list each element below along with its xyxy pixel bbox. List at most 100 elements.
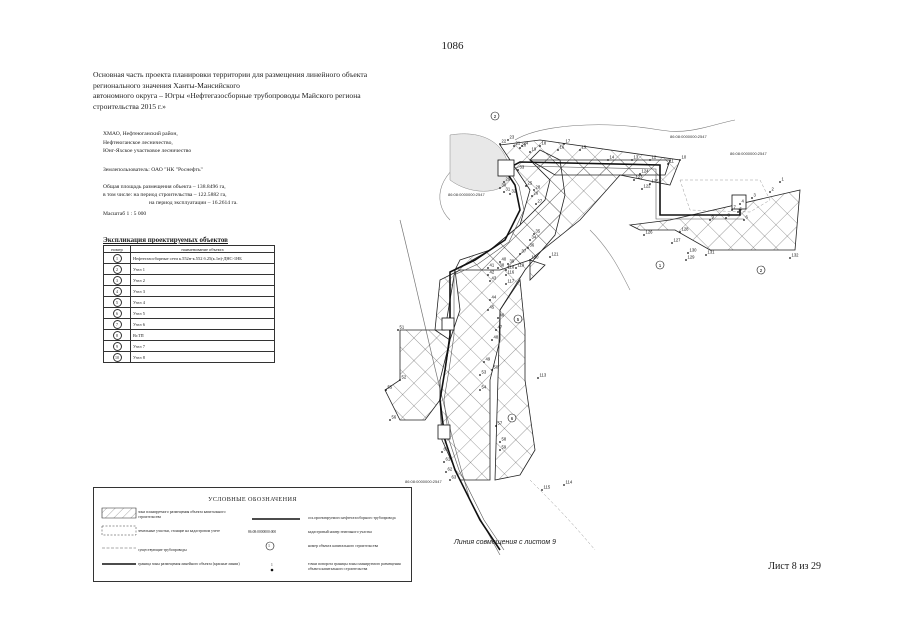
boundary-point-label: 53 [482, 370, 487, 375]
boundary-point-label: 32 [512, 189, 517, 194]
boundary-point-marker [533, 189, 535, 191]
object-number: 5 [112, 297, 122, 307]
boundary-point-label: 57 [498, 421, 503, 426]
cadastral-label: 86:08:0000000:2547 [405, 479, 442, 484]
legend-item: номер объекта капитального строительства [308, 544, 379, 548]
column-header-number: номер [103, 245, 131, 253]
boundary-point-marker [503, 181, 505, 183]
boundary-point-label: 15 [582, 145, 587, 150]
object-name: Нефтегазосборные сети к.552н-к.552 б.25(… [130, 252, 275, 264]
boundary-point-marker [731, 209, 733, 211]
boundary-point-label: 33 [520, 165, 525, 170]
object-name: Узел 6 [130, 318, 275, 330]
boundary-point-label: 116 [508, 270, 515, 275]
legend-item: ось проектируемого нефтегазосборного тру… [308, 516, 396, 520]
location-line: Юнг-Яхское участковое лесничество [103, 148, 192, 154]
boundary-point-label: 42 [490, 270, 495, 275]
boundary-point-label: 4 [742, 199, 745, 204]
boundary-point-label: 8 [728, 213, 731, 218]
boundary-point-marker [533, 233, 535, 235]
boundary-point-marker [541, 489, 543, 491]
boundary-point-marker [443, 461, 445, 463]
boundary-point-label: 26 [534, 191, 539, 196]
boundary-point-marker [743, 219, 745, 221]
boundary-point-label: 34 [532, 235, 537, 240]
boundary-point-marker [491, 369, 493, 371]
boundary-point-label: 47 [498, 325, 503, 330]
svg-text:6: 6 [511, 416, 514, 421]
boundary-point-label: 35 [536, 229, 541, 234]
boundary-point-marker [649, 183, 651, 185]
area-line: в том числе: на период строительства – 1… [103, 192, 227, 198]
boundary-point-label: 11 [670, 159, 675, 164]
boundary-point-label: 129 [688, 255, 696, 260]
legend-item: граница зоны размещения линейного объект… [138, 562, 240, 566]
object-name: Узел 7 [130, 340, 275, 352]
legend-item: точки поворота границы зоны планируемого… [308, 562, 401, 571]
object-name: ВсТП [130, 329, 275, 341]
boundary-point-label: 51 [400, 325, 405, 330]
boundary-point-label: 62 [448, 467, 453, 472]
boundary-point-marker [537, 377, 539, 379]
boundary-point-marker [449, 479, 451, 481]
boundary-point-marker [649, 159, 651, 161]
boundary-point-marker [517, 169, 519, 171]
boundary-point-label: 14 [610, 155, 615, 160]
boundary-point-marker [499, 143, 501, 145]
boundary-point-marker [515, 267, 517, 269]
title-line: Основная часть проекта планировки террит… [93, 70, 368, 79]
boundary-point-marker [705, 254, 707, 256]
boundary-point-label: 131 [708, 250, 716, 255]
pipeline-axis-secondary [443, 165, 744, 551]
land-plot [679, 179, 771, 213]
boundary-point-label: 41 [490, 263, 495, 268]
boundary-point-label: 44 [492, 295, 497, 300]
boundary-point-marker [509, 193, 511, 195]
boundary-point-label: 37 [522, 249, 527, 254]
boundary-point-label: 23 [510, 135, 515, 140]
node-site [731, 194, 747, 210]
title-line: регионального значения Ханты-Мансийского [93, 80, 240, 90]
boundary-point-label: 120 [532, 255, 540, 260]
object-number: 1 [112, 253, 122, 263]
object-number: 8 [112, 330, 122, 340]
boundary-point-marker [445, 471, 447, 473]
boundary-point-label: 22 [502, 139, 507, 144]
boundary-point-marker [687, 252, 689, 254]
boundary-point-label: 31 [506, 187, 511, 192]
boundary-point-label: 6 [746, 215, 749, 220]
object-name: Узел 2 [130, 274, 275, 286]
object-number: 6 [112, 308, 122, 318]
boundary-point-label: 124 [642, 169, 650, 174]
boundary-point-marker [441, 451, 443, 453]
planned-zone [529, 259, 546, 281]
boundary-point-label: 118 [508, 265, 515, 270]
boundary-point-label: 12 [652, 155, 657, 160]
boundary-point-marker [505, 283, 507, 285]
boundary-point-label: 46 [500, 313, 505, 318]
object-name: Узел 1 [130, 263, 275, 275]
object-number: 4 [112, 286, 122, 296]
boundary-point-marker [639, 173, 641, 175]
legend-symbols-right [252, 518, 300, 572]
boundary-point-label: 43 [492, 276, 497, 281]
boundary-point-marker [557, 149, 559, 151]
boundary-points: 1234567891011121314151617181920212223242… [385, 135, 799, 491]
map-legend: УСЛОВНЫЕ ОБОЗНАЧЕНИЯ зона планируемого р… [93, 487, 412, 582]
node-site [497, 159, 515, 177]
boundary-point-label: 127 [674, 238, 682, 243]
boundary-point-marker [487, 267, 489, 269]
boundary-point-label: 27 [538, 199, 543, 204]
boundary-point-marker [385, 389, 387, 391]
boundary-point-marker [709, 219, 711, 221]
boundary-point-marker [641, 188, 643, 190]
boundary-point-marker [725, 217, 727, 219]
boundary-point-marker [779, 181, 781, 183]
terrain-line [589, 229, 631, 291]
boundary-point-marker [503, 191, 505, 193]
legend-item: земельные участки, стоящие на кадастрово… [138, 529, 220, 533]
planned-zone [628, 189, 801, 251]
